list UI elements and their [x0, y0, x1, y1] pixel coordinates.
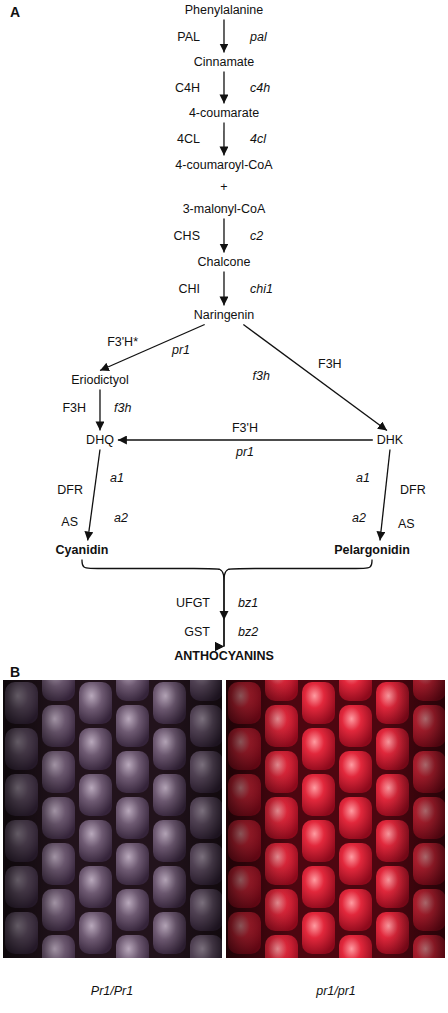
- genotype-label: Pr1/Pr1: [89, 984, 135, 999]
- compound-text: Cyanidin: [56, 543, 109, 558]
- gene-label: bz2: [236, 625, 260, 640]
- gene-label: c4h: [248, 81, 272, 96]
- enzyme-label: F3'H: [230, 421, 260, 436]
- compound-text: 4-coumaroyl-CoA: [175, 158, 272, 173]
- enzyme-label: 4CL: [175, 132, 202, 147]
- enzyme-label: F3H: [60, 401, 88, 416]
- compound-text: DHK: [377, 433, 403, 448]
- reaction-arrow: [82, 560, 224, 647]
- enzyme-label: F3'H*: [105, 335, 140, 350]
- gene-label: a2: [112, 511, 130, 526]
- gene-label: a2: [350, 511, 368, 526]
- enzyme-label: CHI: [176, 282, 202, 297]
- gene-label: chi1: [248, 282, 275, 297]
- photo-shade: [3, 680, 222, 958]
- reaction-arrow: [223, 219, 224, 253]
- gene-label: 4cl: [248, 132, 268, 147]
- compound-text: Phenylalanine: [185, 3, 264, 18]
- enzyme-label: CHS: [172, 229, 202, 244]
- reaction-arrow: [243, 325, 387, 431]
- gene-label: c2: [248, 229, 265, 244]
- photo-ground: [3, 680, 222, 958]
- compound-name: Chalcone: [196, 255, 253, 270]
- panel-letter: A: [8, 4, 22, 21]
- compound-text: Cinnamate: [194, 55, 254, 70]
- gene-label: pr1: [170, 343, 192, 358]
- compound-name: DHK: [375, 433, 405, 448]
- enzyme-label: UFGT: [174, 596, 212, 611]
- compound-name: ANTHOCYANINS: [172, 649, 276, 664]
- reaction-arrow: [223, 272, 224, 306]
- gene-label: pr1: [234, 445, 256, 460]
- compound-text: ANTHOCYANINS: [174, 649, 274, 664]
- compound-name: Cinnamate: [192, 55, 256, 70]
- compound-name: 4-coumaroyl-CoA: [173, 158, 274, 173]
- reaction-arrow: [224, 560, 372, 647]
- purple-kernels: [3, 680, 222, 958]
- enzyme-label: DFR: [55, 483, 85, 498]
- compound-text: DHQ: [86, 433, 114, 448]
- gene-label: f3h: [112, 401, 133, 416]
- gene-label: a1: [108, 471, 126, 486]
- gene-label: a1: [354, 471, 372, 486]
- enzyme-label: C4H: [173, 81, 202, 96]
- compound-name: 4-coumarate: [187, 106, 261, 121]
- genotype-label: pr1/pr1: [314, 984, 358, 999]
- gene-label: f3h: [251, 369, 272, 384]
- compound-text: 3-malonyl-CoA: [183, 202, 266, 217]
- reaction-arrow: [380, 450, 390, 541]
- compound-name: 3-malonyl-CoA: [181, 202, 268, 217]
- enzyme-label: DFR: [398, 483, 428, 498]
- compound-text: Chalcone: [198, 255, 251, 270]
- compound-name: Eriodictyol: [69, 373, 131, 388]
- compound-name: Naringenin: [192, 308, 256, 323]
- reaction-arrow: [223, 72, 224, 104]
- reaction-arrow: [100, 325, 205, 371]
- enzyme-label: PAL: [175, 30, 202, 45]
- compound-name: DHQ: [84, 433, 116, 448]
- compound-text: Pelargonidin: [334, 543, 410, 558]
- compound-name: Phenylalanine: [183, 3, 266, 18]
- red-kernels: [226, 680, 445, 958]
- plus-sign: +: [218, 180, 229, 195]
- photo-ground: [226, 680, 445, 958]
- compound-name: Pelargonidin: [332, 543, 412, 558]
- reaction-arrow: [223, 20, 224, 53]
- panel-letter: B: [8, 664, 22, 681]
- compound-text: Eriodictyol: [71, 373, 129, 388]
- enzyme-label: AS: [59, 515, 80, 530]
- reaction-arrow: [223, 123, 224, 156]
- compound-text: Naringenin: [194, 308, 254, 323]
- reaction-arrow: [99, 390, 100, 431]
- compound-name: Cyanidin: [54, 543, 111, 558]
- enzyme-label: GST: [182, 625, 212, 640]
- gene-label: pal: [248, 30, 269, 45]
- reaction-arrow: [118, 439, 373, 440]
- compound-text: 4-coumarate: [189, 106, 259, 121]
- gene-label: bz1: [236, 596, 260, 611]
- photo-shade: [226, 680, 445, 958]
- enzyme-label: F3H: [316, 357, 344, 372]
- reaction-arrow: [88, 450, 100, 541]
- enzyme-label: AS: [396, 517, 417, 532]
